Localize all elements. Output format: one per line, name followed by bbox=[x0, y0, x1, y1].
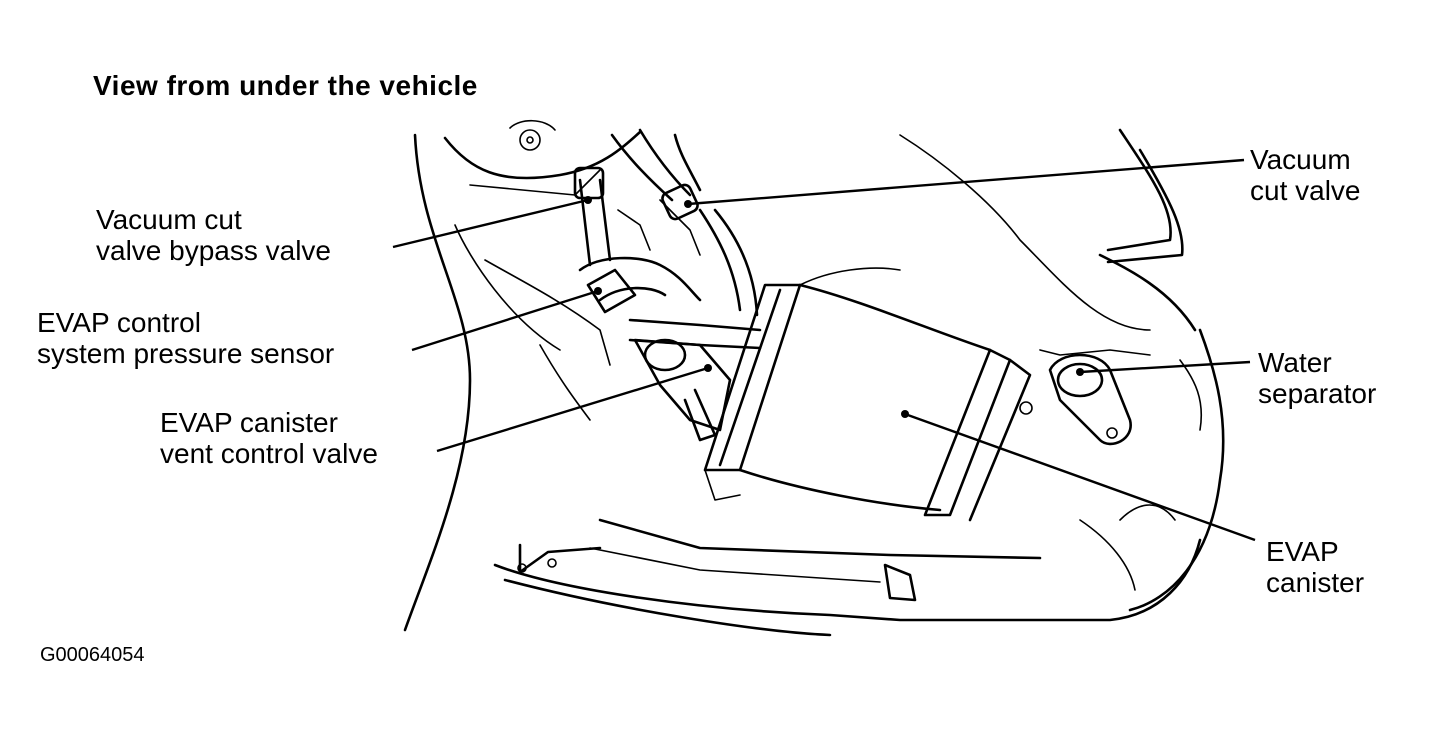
diagram-title: View from under the vehicle bbox=[93, 70, 478, 101]
figure-id: G00064054 bbox=[40, 644, 145, 666]
evap-canister-part bbox=[703, 267, 1032, 522]
label-line: cut valve bbox=[1250, 175, 1361, 206]
label-evap-canister: EVAP canister bbox=[1266, 536, 1364, 598]
leader-vent-valve bbox=[436, 366, 709, 453]
label-line: system pressure sensor bbox=[37, 338, 335, 369]
label-line: vent control valve bbox=[160, 438, 378, 469]
vacuum-cut-valve-bypass-part bbox=[573, 166, 605, 204]
leader-water-separator bbox=[1079, 360, 1251, 374]
vehicle-underbody-outline bbox=[403, 119, 1225, 637]
label-line: EVAP canister bbox=[160, 407, 338, 438]
label-line: Water bbox=[1258, 347, 1332, 378]
leader-vacuum-cut bbox=[687, 158, 1245, 206]
water-separator-part bbox=[1019, 349, 1151, 446]
label-line: EVAP control bbox=[37, 307, 201, 338]
vacuum-cut-valve-part bbox=[661, 183, 699, 221]
label-vacuum-cut-valve-bypass: Vacuum cut valve bypass valve bbox=[96, 204, 331, 266]
label-line: canister bbox=[1266, 567, 1365, 598]
leader-canister bbox=[904, 412, 1256, 542]
label-line: separator bbox=[1258, 378, 1377, 409]
leader-pressure-sensor bbox=[411, 289, 599, 352]
evap-vent-control-valve-part bbox=[633, 338, 732, 442]
hoses bbox=[578, 128, 762, 350]
label-line: EVAP bbox=[1266, 536, 1339, 567]
label-vacuum-cut-valve: Vacuum cut valve bbox=[1250, 144, 1361, 206]
leader-lines bbox=[392, 158, 1256, 542]
label-evap-pressure-sensor: EVAP control system pressure sensor bbox=[37, 307, 334, 369]
label-water-separator: Water separator bbox=[1258, 347, 1376, 409]
label-line: Vacuum bbox=[1250, 144, 1351, 175]
leader-bypass bbox=[392, 198, 589, 249]
label-line: valve bypass valve bbox=[96, 235, 332, 266]
label-line: Vacuum cut bbox=[96, 204, 242, 235]
label-evap-vent-valve: EVAP canister vent control valve bbox=[160, 407, 378, 469]
